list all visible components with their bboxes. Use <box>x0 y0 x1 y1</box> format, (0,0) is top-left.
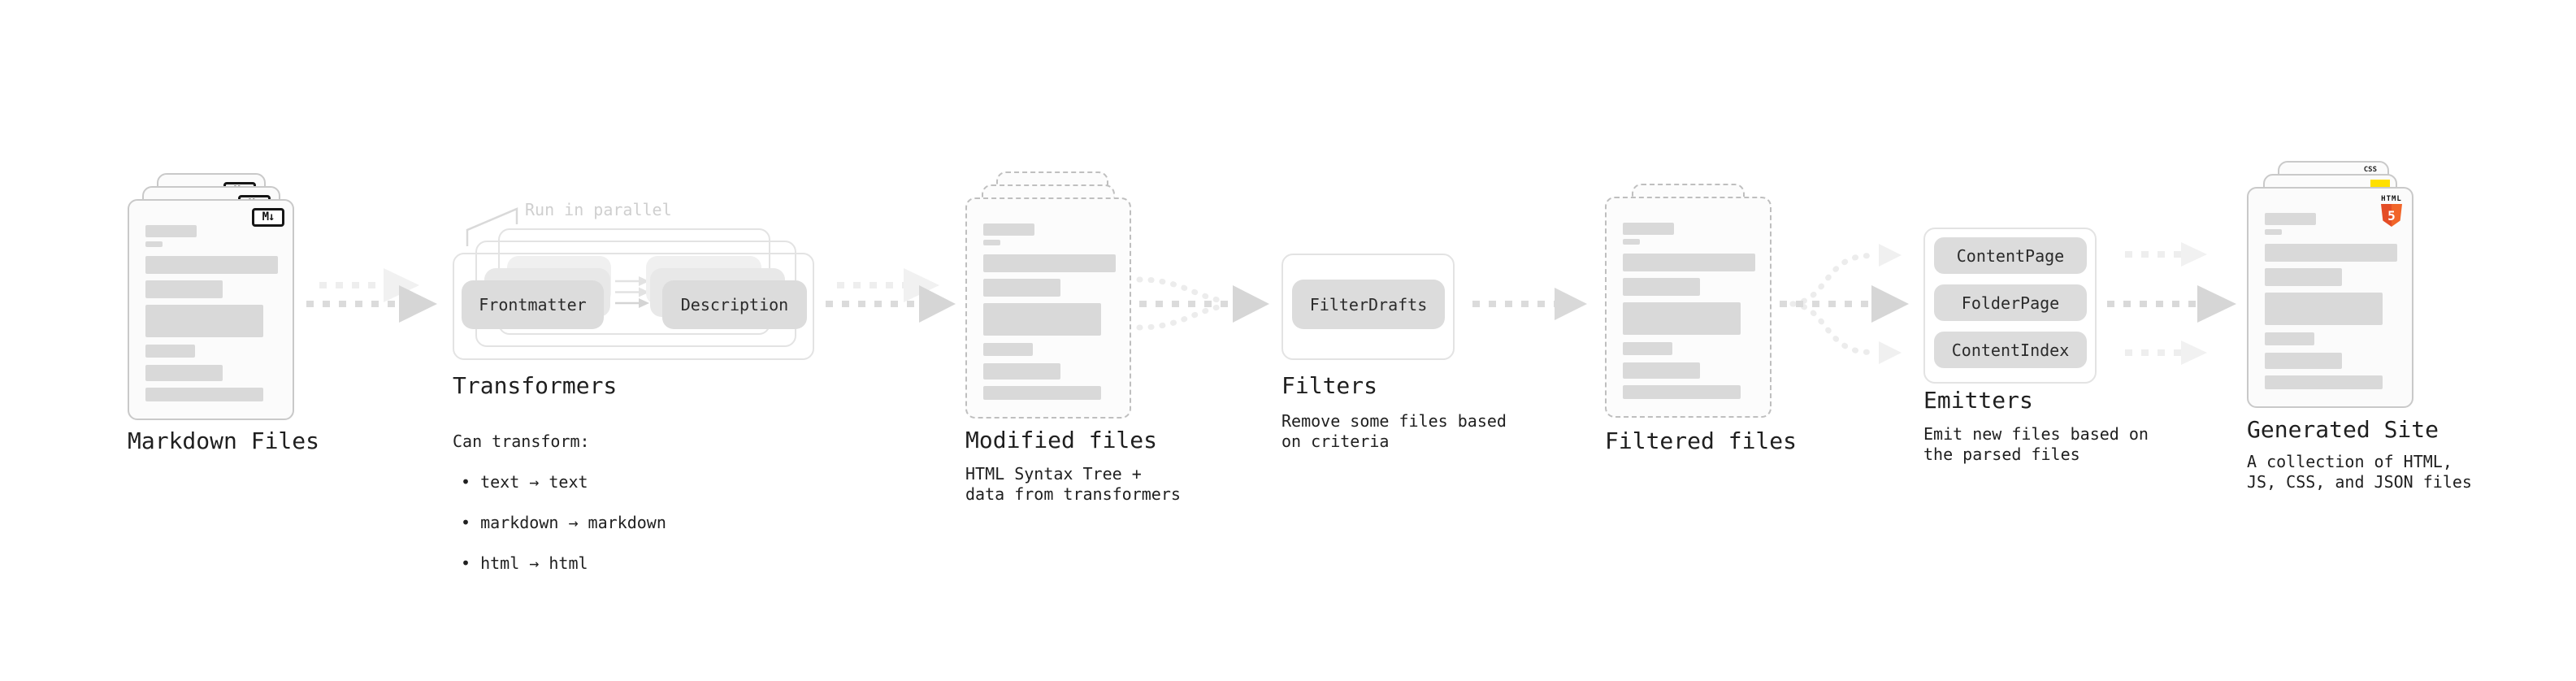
doc-text-bar <box>1623 239 1640 245</box>
modified-doc-front <box>965 197 1131 419</box>
markdown-doc-front: M↓ <box>128 199 294 420</box>
transformers-caption: Can transform: • text → text • markdown … <box>453 411 666 594</box>
caption-line: • html → html <box>461 553 588 573</box>
transformers-box-front <box>453 253 814 360</box>
doc-text-bars <box>2265 189 2397 389</box>
stage-label-generated-site: Generated Site <box>2247 416 2439 443</box>
doc-text-bar <box>983 303 1101 336</box>
doc-text-bar <box>145 280 223 298</box>
doc-text-bar <box>1623 223 1674 235</box>
modified-files-caption: HTML Syntax Tree + data from transformer… <box>965 464 1181 504</box>
description-pill: Description <box>662 280 807 329</box>
html5-brand-text: HTML <box>2381 195 2402 203</box>
filters-box <box>1281 254 1455 360</box>
caption-line: • markdown → markdown <box>461 513 666 532</box>
doc-text-bar <box>2265 268 2342 286</box>
doc-text-bar <box>145 256 278 274</box>
stage-label-filtered-files: Filtered files <box>1605 427 1798 454</box>
doc-text-bar <box>983 386 1101 400</box>
stage-label-filters: Filters <box>1281 372 1378 399</box>
arrow-modified-to-filters <box>1136 276 1269 331</box>
note-connector-line <box>466 207 518 246</box>
doc-text-bar <box>145 305 263 337</box>
stage-label-modified-files: Modified files <box>965 427 1158 453</box>
doc-text-bars <box>145 201 278 401</box>
doc-text-bar <box>2265 213 2316 225</box>
doc-text-bar <box>145 345 195 358</box>
generated-doc-front: HTML 5 <box>2247 187 2413 408</box>
doc-text-bar <box>983 343 1033 356</box>
markdown-icon: M↓ <box>252 208 284 227</box>
doc-text-bar <box>2265 229 2282 235</box>
doc-text-bars <box>983 199 1116 400</box>
stage-label-markdown-files: Markdown Files <box>128 427 320 454</box>
doc-text-bar <box>2265 244 2397 262</box>
doc-text-bar <box>983 223 1034 236</box>
filtered-doc-front <box>1605 197 1772 418</box>
doc-text-bar <box>1623 385 1741 399</box>
doc-text-bar <box>983 254 1116 272</box>
doc-text-bar <box>145 388 263 401</box>
doc-text-bar <box>145 241 163 247</box>
caption-line: Can transform: <box>453 432 590 451</box>
filters-caption: Remove some files based on criteria <box>1281 411 1507 451</box>
filterdrafts-pill: FilterDrafts <box>1292 280 1445 329</box>
generated-site-caption: A collection of HTML, JS, CSS, and JSON … <box>2247 452 2472 492</box>
folderpage-pill: FolderPage <box>1934 284 2087 321</box>
doc-text-bar <box>1623 342 1672 355</box>
emitters-box <box>1923 228 2097 384</box>
arrow-filtered-to-emitters <box>1780 244 1909 364</box>
doc-text-bar <box>2265 375 2383 389</box>
arrow-filters-to-filtered <box>1472 288 1587 320</box>
arrow-emitters-to-generated <box>2107 242 2236 365</box>
doc-text-bar <box>983 363 1060 380</box>
doc-text-bar <box>2265 353 2342 369</box>
doc-text-bar <box>145 225 197 237</box>
stage-label-emitters: Emitters <box>1923 387 2033 414</box>
arrow-markdown-to-transformers <box>306 268 437 323</box>
doc-text-bar <box>1623 302 1741 335</box>
doc-text-bar <box>1623 254 1755 271</box>
html5-icon: HTML 5 <box>2381 195 2402 227</box>
contentpage-pill: ContentPage <box>1934 237 2087 274</box>
run-in-parallel-note: Run in parallel <box>525 200 672 219</box>
doc-text-bar <box>1623 362 1700 379</box>
transformer-parallel-arrows <box>615 276 649 308</box>
doc-text-bar <box>2265 332 2314 345</box>
doc-text-bar <box>2265 293 2383 325</box>
doc-text-bar <box>1623 278 1700 296</box>
contentindex-pill: ContentIndex <box>1934 332 2087 368</box>
doc-text-bar <box>983 240 1000 245</box>
doc-text-bar <box>145 365 223 381</box>
doc-text-bars <box>1623 198 1755 399</box>
doc-text-bar <box>983 279 1060 297</box>
frontmatter-pill: Frontmatter <box>462 280 604 329</box>
stage-label-transformers: Transformers <box>453 372 618 399</box>
emitters-caption: Emit new files based on the parsed files <box>1923 424 2149 464</box>
arrow-transformers-to-modified <box>826 268 956 323</box>
caption-line: • text → text <box>461 472 588 492</box>
